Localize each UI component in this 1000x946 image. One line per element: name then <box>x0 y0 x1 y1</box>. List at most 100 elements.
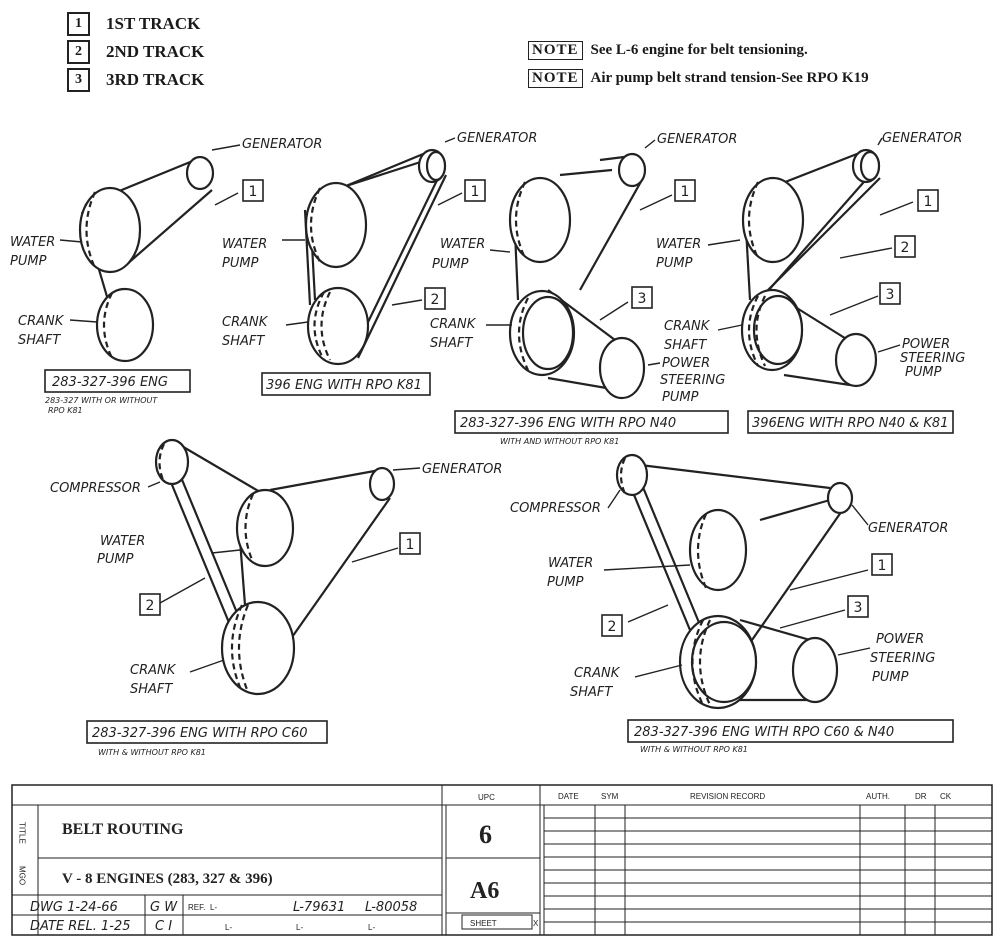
compressor-pulley <box>615 453 649 497</box>
steering-label: STEERING <box>660 373 725 388</box>
pump-label: PUMP <box>872 670 909 685</box>
auth-header: AUTH. <box>866 792 890 801</box>
generator-label: GENERATOR <box>422 462 502 477</box>
note-text: See L-6 engine for belt tensioning. <box>590 42 808 58</box>
shaft-label: SHAFT <box>430 336 473 351</box>
water-label: WATER <box>10 235 55 250</box>
pump-label: PUMP <box>662 390 699 405</box>
caption-sub1: WITH AND WITHOUT RPO K81 <box>500 437 619 446</box>
power-steering-pulley <box>834 332 878 388</box>
crank-label: CRANK <box>430 317 477 332</box>
generator-label: GENERATOR <box>242 137 322 152</box>
track-1-box <box>464 179 486 202</box>
water-label: WATER <box>222 237 267 252</box>
upc-number: 6 <box>479 820 492 849</box>
note-tag: NOTE <box>528 69 583 88</box>
generator-pulley <box>617 152 647 188</box>
water-label: WATER <box>548 556 593 571</box>
track-1-number: 1 <box>471 184 480 200</box>
generator-pulley <box>826 481 854 515</box>
date-header: DATE <box>558 792 579 801</box>
crank-label: CRANK <box>574 666 621 681</box>
water-label: WATER <box>440 237 485 252</box>
drawing-title: BELT ROUTING <box>62 821 184 838</box>
legend-item-3: 3 3RD TRACK <box>67 68 204 92</box>
power-steering-pulley <box>791 636 839 704</box>
generator-label: GENERATOR <box>457 131 537 146</box>
sheet-label: SHEET <box>470 919 497 928</box>
diagram-2: GENERATOR WATER PUMP CRANK SHAFT 1 2 396… <box>222 131 537 396</box>
legend-number: 3 <box>67 68 90 92</box>
track-3-box <box>879 282 901 305</box>
compressor-pulley <box>154 438 190 486</box>
track-2-box <box>601 614 623 637</box>
shaft-label: SHAFT <box>664 338 707 353</box>
track-1-number: 1 <box>249 184 258 200</box>
caption-title: 283-327-396 ENG WITH RPO C60 <box>92 726 308 741</box>
legend-number: 1 <box>67 12 90 36</box>
crank-label: CRANK <box>222 315 269 330</box>
water-label: WATER <box>100 534 145 549</box>
shaft-label: SHAFT <box>130 682 173 697</box>
power-label: POWER <box>902 337 950 352</box>
legend-number: 2 <box>67 40 90 64</box>
track-1-number: 1 <box>924 194 933 210</box>
water-pump-pulley <box>304 181 368 269</box>
caption-box <box>86 720 328 744</box>
dwg-date: DWG 1-24-66 <box>30 900 118 915</box>
caption-box <box>747 410 954 434</box>
water-pump-pulley <box>741 176 805 264</box>
steering-label: STEERING <box>870 651 935 666</box>
legend-label: 3RD TRACK <box>106 70 205 89</box>
sym-header: SYM <box>601 792 619 801</box>
caption-box <box>44 369 191 393</box>
note-tag: NOTE <box>528 41 583 60</box>
crank-label: CRANK <box>664 319 711 334</box>
diagram-1: GENERATOR WATER PUMP CRANK SHAFT 1 283-3… <box>10 137 322 415</box>
caption-box <box>627 719 954 743</box>
caption-box <box>454 410 729 434</box>
generator-label: GENERATOR <box>657 132 737 147</box>
sheet-mark: X <box>533 919 539 928</box>
caption-title: 396 ENG WITH RPO K81 <box>266 378 422 393</box>
ref-1: L- <box>210 903 217 912</box>
generator-label: GENERATOR <box>882 131 962 146</box>
upc-label: UPC <box>478 793 495 802</box>
pump-label: PUMP <box>656 256 693 271</box>
diagram-6: GENERATOR COMPRESSOR WATER PUMP CRANK SH… <box>510 453 954 754</box>
track-2-box <box>424 287 446 310</box>
caption-box <box>261 372 431 396</box>
legend-label: 1ST TRACK <box>106 14 201 33</box>
legend-label: 2ND TRACK <box>106 42 205 61</box>
track-3-number: 3 <box>886 287 895 303</box>
crankshaft-pulley <box>95 287 155 363</box>
crank-label: CRANK <box>130 663 177 678</box>
caption-sub2: RPO K81 <box>48 406 83 415</box>
legend-item-1: 1 1ST TRACK <box>67 12 200 36</box>
revision-header: REVISION RECORD <box>690 792 765 801</box>
ref-5: L- <box>296 923 303 932</box>
water-pump-pulley <box>78 186 142 274</box>
crank-label: CRANK <box>18 314 65 329</box>
caption-title: 283-327-396 ENG <box>52 375 168 390</box>
track-2-number: 2 <box>146 598 155 614</box>
compressor-label: COMPRESSOR <box>50 481 141 496</box>
generator-pulley <box>185 155 215 191</box>
ref-6: L- <box>368 923 375 932</box>
track-3-number: 3 <box>638 291 647 307</box>
shaft-label: SHAFT <box>222 334 265 349</box>
track-2-box <box>139 593 161 616</box>
ref-2: L-79631 <box>293 900 345 915</box>
engine-model: V - 8 ENGINES (283, 327 & 396) <box>62 871 273 887</box>
caption-title: 283-327-396 ENG WITH RPO C60 & N40 <box>634 725 894 740</box>
date-released: DATE REL. 1-25 <box>30 919 131 934</box>
diagram-5: GENERATOR COMPRESSOR WATER PUMP CRANK SH… <box>50 438 502 757</box>
track-1-box <box>399 532 421 555</box>
pump-label: PUMP <box>905 365 942 380</box>
track-1-number: 1 <box>681 184 690 200</box>
track-3-box <box>847 595 869 618</box>
ref-3: L-80058 <box>365 900 417 915</box>
caption-title: 283-327-396 ENG WITH RPO N40 <box>460 416 676 431</box>
title-side-label: TITLE <box>18 822 27 844</box>
